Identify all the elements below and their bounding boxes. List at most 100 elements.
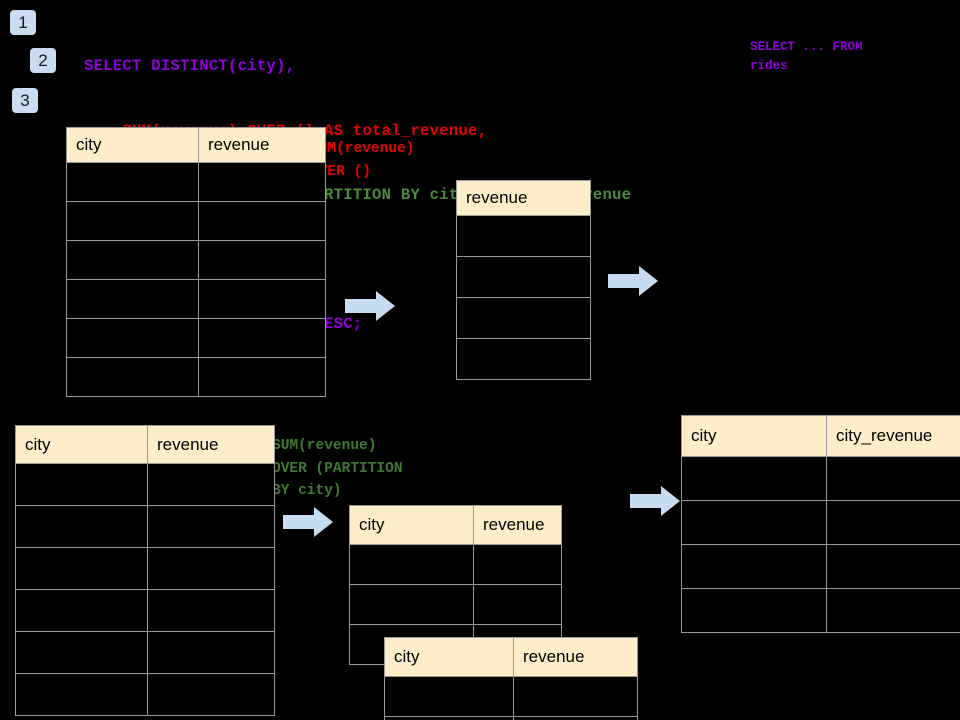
table-row xyxy=(15,631,275,674)
cell xyxy=(198,162,326,202)
arrow-partition-to-result xyxy=(630,486,680,516)
cell xyxy=(198,279,326,319)
table-row-header: city revenue xyxy=(384,637,638,677)
column-header-revenue: revenue xyxy=(456,180,591,216)
cell xyxy=(66,201,199,241)
cell xyxy=(15,505,148,548)
table-source-bottom: city revenue xyxy=(15,425,275,716)
cell xyxy=(349,544,474,585)
table-result: city city_revenue xyxy=(681,415,960,633)
column-header-revenue: revenue xyxy=(473,505,562,545)
cell xyxy=(473,584,562,625)
table-row xyxy=(681,588,960,633)
table-row-header: city city_revenue xyxy=(681,415,960,457)
cell xyxy=(826,588,960,633)
cell xyxy=(15,631,148,674)
cell xyxy=(513,676,638,717)
cell xyxy=(456,256,591,298)
column-header-revenue: revenue xyxy=(198,127,326,163)
cell xyxy=(456,338,591,380)
column-header-revenue: revenue xyxy=(147,425,275,464)
table-row xyxy=(681,500,960,545)
table-row xyxy=(456,256,591,298)
table-row-header: revenue xyxy=(456,180,591,216)
table-row xyxy=(66,162,326,202)
column-header-city-revenue: city_revenue xyxy=(826,415,960,457)
cell xyxy=(66,279,199,319)
table-row-header: city revenue xyxy=(66,127,326,163)
table-row-header: city revenue xyxy=(15,425,275,464)
cell xyxy=(198,201,326,241)
cell xyxy=(15,463,148,506)
cell xyxy=(198,318,326,358)
cell xyxy=(826,544,960,589)
column-header-city: city xyxy=(15,425,148,464)
cell xyxy=(66,162,199,202)
cell xyxy=(681,456,827,501)
step-badge-1-label: 1 xyxy=(18,13,28,32)
table-row-header: city revenue xyxy=(349,505,562,545)
table-row xyxy=(66,201,326,241)
table-partition-front: city revenue xyxy=(384,637,638,720)
cell xyxy=(681,500,827,545)
column-header-city: city xyxy=(384,637,514,677)
cell xyxy=(513,716,638,720)
table-row xyxy=(384,716,638,720)
step-badge-3-label: 3 xyxy=(20,91,30,110)
table-row xyxy=(66,357,326,397)
cell xyxy=(456,215,591,257)
cell xyxy=(66,357,199,397)
arrow-source-to-partition xyxy=(283,507,333,537)
cell xyxy=(147,547,275,590)
cell xyxy=(147,589,275,632)
table-row xyxy=(456,297,591,339)
cell xyxy=(15,547,148,590)
cell xyxy=(349,584,474,625)
table-row xyxy=(384,676,638,717)
cell xyxy=(473,544,562,585)
table-row xyxy=(349,584,562,625)
cell xyxy=(147,673,275,716)
table-row xyxy=(66,240,326,280)
cell xyxy=(147,631,275,674)
column-header-city: city xyxy=(681,415,827,457)
cell xyxy=(66,318,199,358)
table-row xyxy=(15,589,275,632)
cell xyxy=(198,357,326,397)
step-badge-1[interactable]: 1 xyxy=(10,10,36,35)
table-row xyxy=(66,318,326,358)
cell xyxy=(198,240,326,280)
table-row xyxy=(66,279,326,319)
table-row xyxy=(681,456,960,501)
cell xyxy=(15,673,148,716)
cell xyxy=(147,463,275,506)
arrow-source-to-total xyxy=(345,291,395,321)
table-row xyxy=(15,547,275,590)
arrow-total-to-result xyxy=(608,266,658,296)
cell xyxy=(66,240,199,280)
cell xyxy=(456,297,591,339)
table-row xyxy=(681,544,960,589)
table-row xyxy=(456,215,591,257)
cell xyxy=(147,505,275,548)
column-header-city: city xyxy=(66,127,199,163)
table-total-revenue: revenue xyxy=(456,180,591,380)
step-badge-2[interactable]: 2 xyxy=(30,48,56,73)
cell xyxy=(681,588,827,633)
table-row xyxy=(15,673,275,716)
cell xyxy=(826,456,960,501)
cell xyxy=(681,544,827,589)
step-badge-3[interactable]: 3 xyxy=(12,88,38,113)
table-row xyxy=(15,463,275,506)
cell xyxy=(384,676,514,717)
table-row xyxy=(349,544,562,585)
sql-line-1: SELECT DISTINCT(city), xyxy=(84,57,296,75)
column-header-revenue: revenue xyxy=(513,637,638,677)
table-row xyxy=(456,338,591,380)
table-source-top: city revenue xyxy=(66,127,326,397)
step-badge-2-label: 2 xyxy=(38,51,48,70)
cell xyxy=(384,716,514,720)
annotation-city-revenue: SUM(revenue) OVER (PARTITION BY city) xyxy=(272,438,403,499)
cell xyxy=(15,589,148,632)
